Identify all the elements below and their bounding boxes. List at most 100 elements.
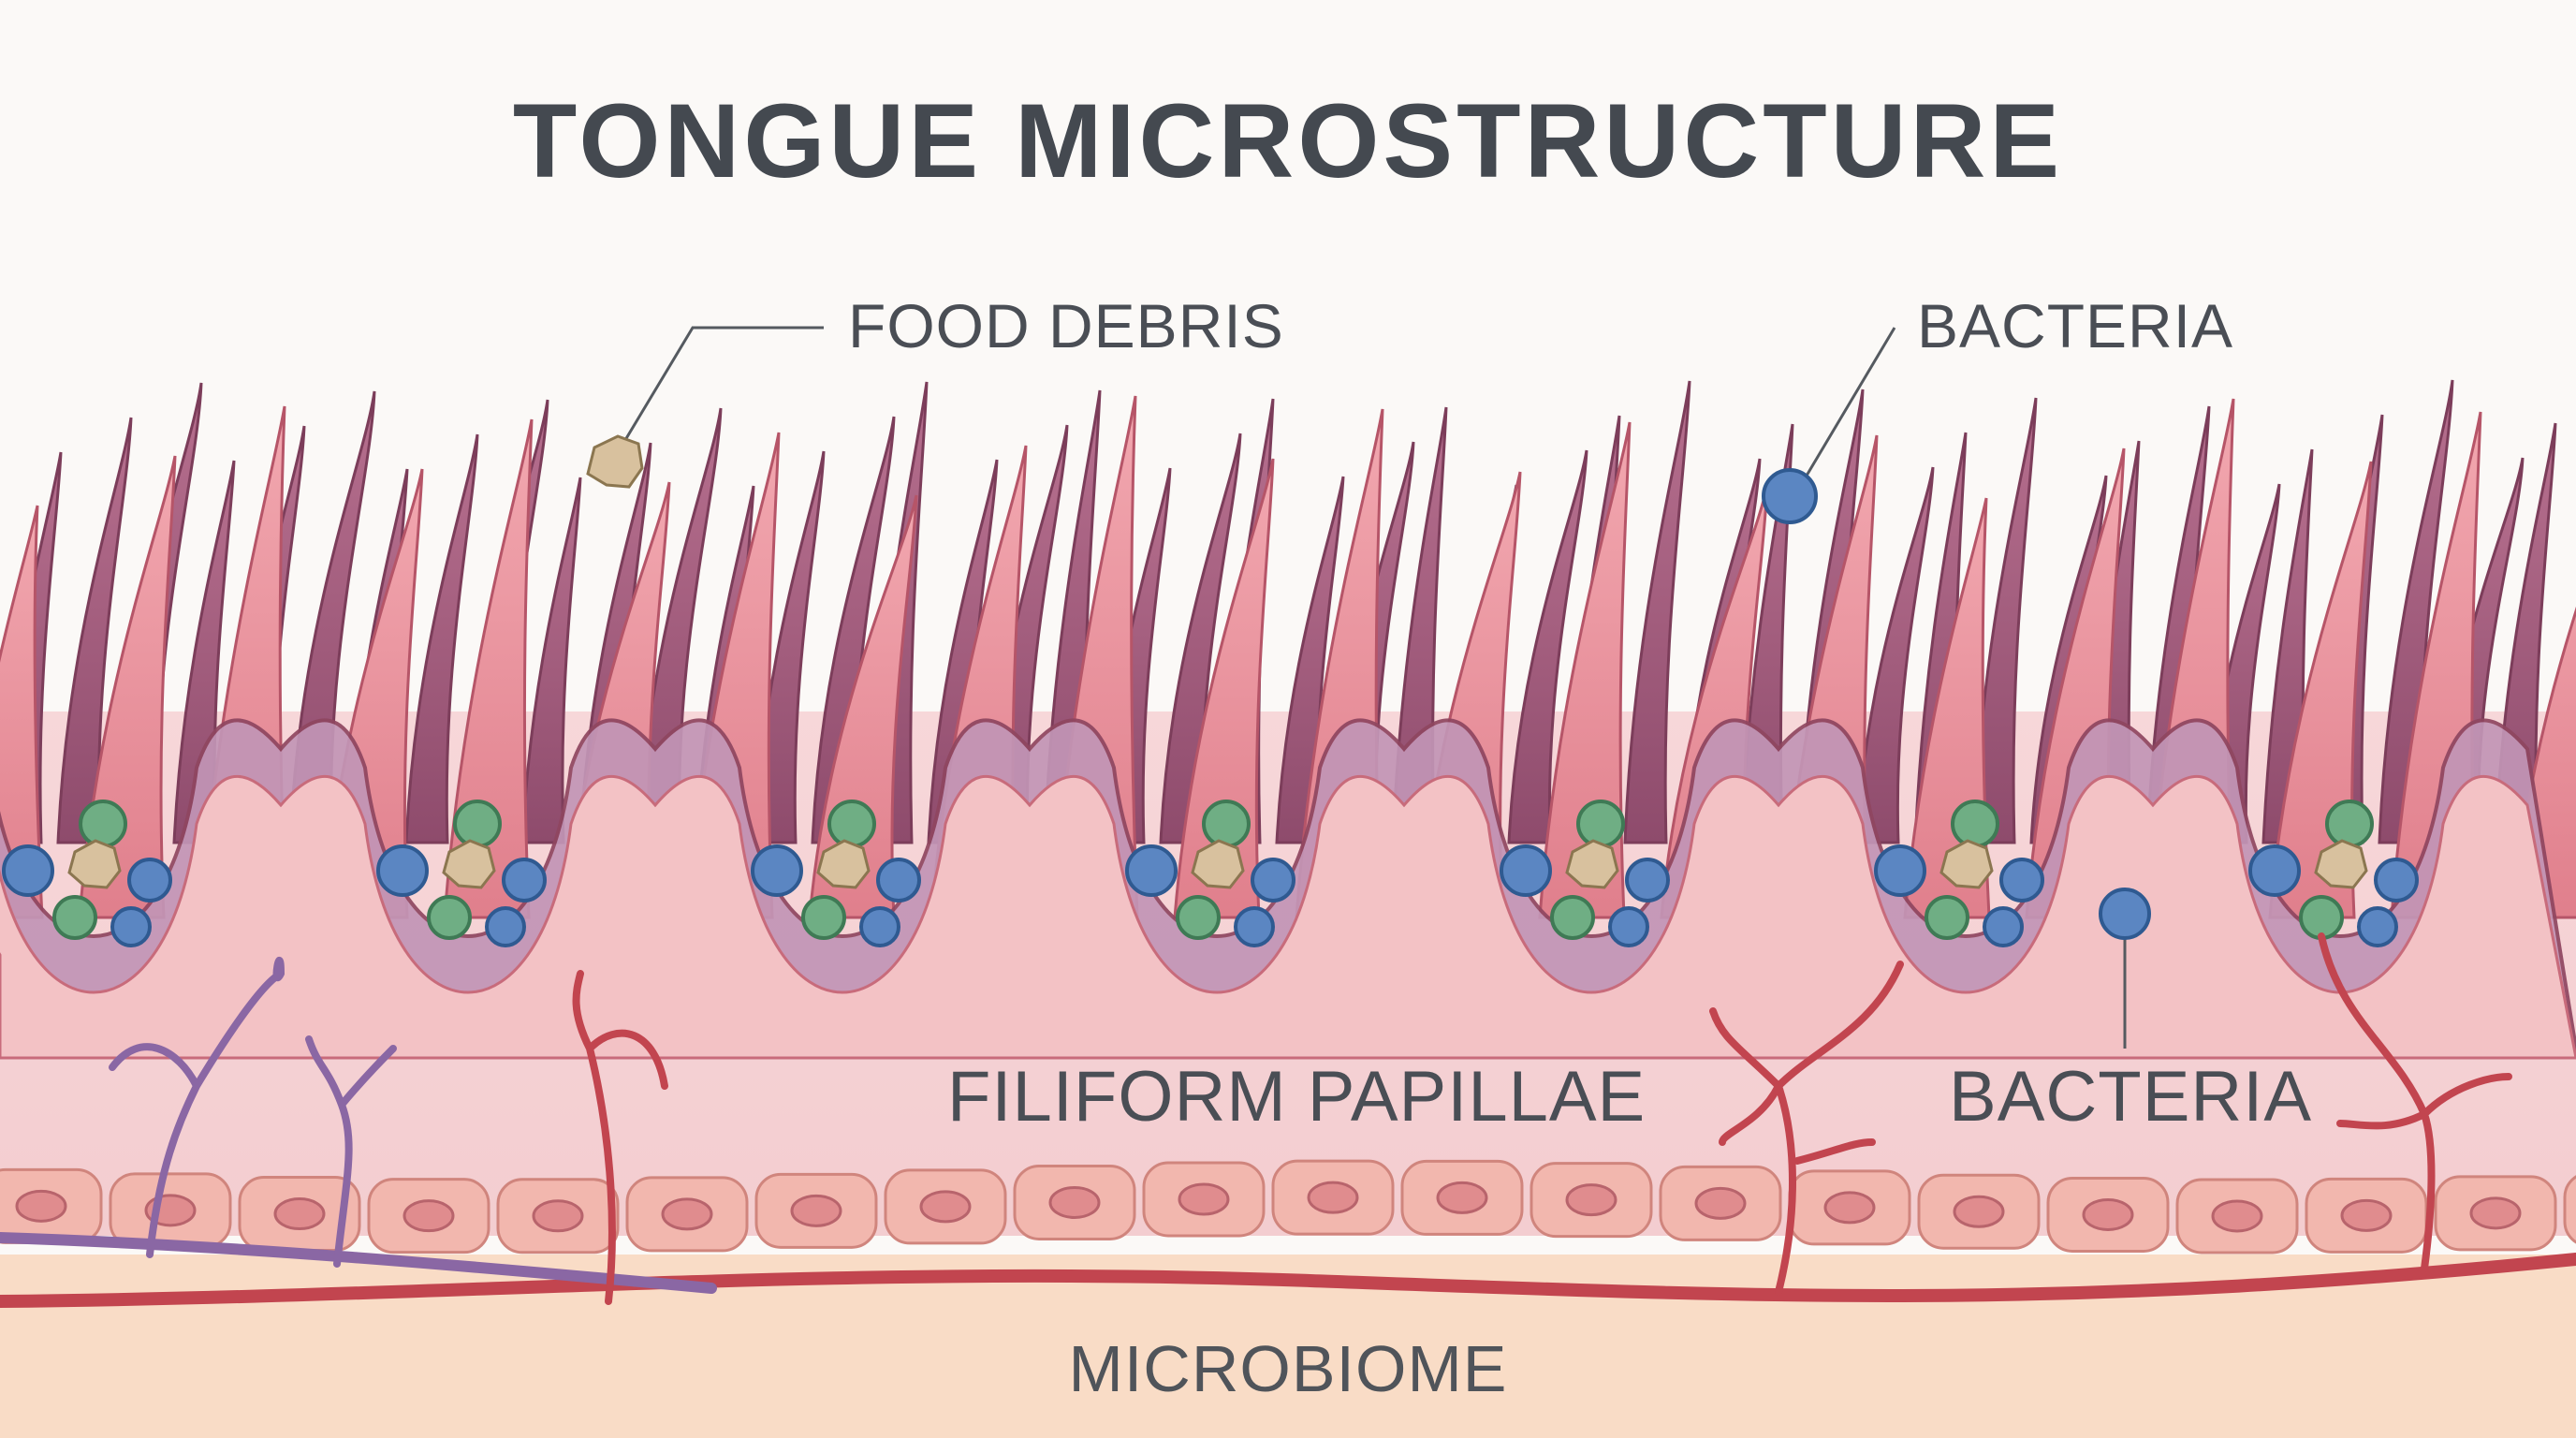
bacteria-green [2299, 895, 2344, 940]
papilla-back [637, 407, 723, 844]
bacteria-blue [1999, 858, 2044, 902]
crypt-particles [2, 800, 2419, 947]
bacteria-blue [876, 858, 921, 902]
epithelial-cell [2563, 1175, 2576, 1244]
cell-nucleus [1048, 1185, 1101, 1219]
cell-nucleus [532, 1199, 584, 1233]
papilla-back [1507, 449, 1588, 844]
bacteria-green [801, 895, 846, 940]
food-debris-piece [67, 839, 122, 889]
cell-nucleus [402, 1199, 455, 1233]
pink-epithelium [0, 774, 2576, 1060]
bacteria-blue [1874, 844, 1926, 897]
food-debris-piece [442, 839, 496, 889]
bacteria-blue [2357, 906, 2398, 947]
vessel-branch-purple-1 [109, 956, 285, 1258]
cell-layer [0, 1159, 2576, 1255]
bacteria-blue [1500, 844, 1552, 897]
food-debris-piece [1191, 839, 1245, 889]
cell-nucleus [2211, 1199, 2263, 1233]
food-debris-label: FOOD DEBRIS [848, 291, 1284, 360]
bacteria-blue [127, 858, 172, 902]
cell-nucleus [1565, 1183, 1617, 1217]
papilla-back [404, 433, 479, 844]
papilla-back [56, 417, 133, 844]
bacteria-blue [1251, 858, 1295, 902]
papilla-back [520, 477, 582, 844]
papilla-back [1855, 466, 1935, 844]
bacteria-green [1550, 895, 1595, 940]
bacteria-blue [751, 844, 803, 897]
vessel-main-red [0, 1253, 2576, 1308]
vessel-branch-red-3 [2318, 932, 2512, 1272]
bacteria-blue [859, 906, 900, 947]
cell-nucleus [661, 1197, 713, 1231]
bacteria-blue [376, 844, 429, 897]
bacteria-green [79, 800, 127, 848]
bacteria-blue [502, 858, 547, 902]
cell-nucleus [2469, 1196, 2522, 1230]
cell-nucleus [1436, 1181, 1488, 1214]
papilla-back [1623, 380, 1691, 844]
papilla-front [443, 418, 534, 919]
cell-nucleus [919, 1190, 972, 1224]
bacteria-blue [1125, 844, 1178, 897]
food-debris-piece [586, 434, 644, 489]
cell-nucleus [1307, 1181, 1359, 1214]
cell-nucleus [790, 1194, 842, 1227]
microbiome-label: MICROBIOME [1068, 1332, 1508, 1405]
bacteria-blue [485, 906, 526, 947]
papilla-back [753, 450, 826, 844]
bacteria-cell-top [1762, 468, 1818, 524]
cell-nucleus [1694, 1186, 1747, 1220]
bacteria-green [827, 800, 876, 848]
bacteria-green [1925, 895, 1969, 940]
bacteria-green [52, 895, 97, 940]
bacteria-green [2325, 800, 2374, 848]
bacteria-blue [2248, 844, 2301, 897]
papilla-front [1173, 458, 1275, 919]
cell-nucleus [15, 1189, 67, 1223]
food-debris-piece [816, 839, 871, 889]
bacteria-lower-label: BACTERIA [1949, 1057, 2313, 1137]
vessel-branch-red-2 [1709, 961, 1904, 1296]
cell-nucleus [273, 1197, 326, 1231]
page-title: TONGUE MICROSTRUCTURE [512, 82, 2064, 199]
bacteria-blue [1608, 906, 1649, 947]
bacteria-blue [1625, 858, 1670, 902]
bacteria-top-label: BACTERIA [1917, 291, 2234, 360]
bacteria-green [1176, 895, 1221, 940]
cell-nucleus [1178, 1182, 1230, 1216]
bacteria-green [1951, 800, 1999, 848]
cell-nucleus [2082, 1197, 2134, 1231]
bacteria-green [453, 800, 502, 848]
bacteria-blue [2, 844, 54, 897]
bacteria-green [1202, 800, 1251, 848]
cell-nucleus [2340, 1198, 2393, 1232]
papilla-back [1971, 397, 2038, 844]
papilla-back [1159, 433, 1242, 844]
bacteria-top-leader [1805, 327, 1896, 477]
bacteria-blue [110, 906, 152, 947]
bacteria-blue [2374, 858, 2419, 902]
bacteria-green [427, 895, 472, 940]
labeled-particles [586, 434, 2151, 940]
bacteria-blue [1983, 906, 2024, 947]
food-debris-piece [1939, 839, 1994, 889]
papilla-back [1391, 406, 1448, 844]
food-debris-piece [2314, 839, 2368, 889]
blood-vessels [0, 932, 2576, 1308]
food-debris-piece [1565, 839, 1619, 889]
cell-nucleus [1953, 1195, 2005, 1228]
papilla-back [172, 460, 236, 844]
bacteria-blue [1234, 906, 1275, 947]
cell-nucleus [1823, 1191, 1876, 1225]
bacteria-green [1576, 800, 1625, 848]
filiform-papillae-label: FILIFORM PAPILLAE [947, 1057, 1647, 1137]
papilla-front [1538, 421, 1632, 919]
food-debris-leader [623, 326, 824, 441]
vessel-branch-red-1 [572, 970, 668, 1305]
vessel-branch-purple-2 [305, 1035, 397, 1268]
